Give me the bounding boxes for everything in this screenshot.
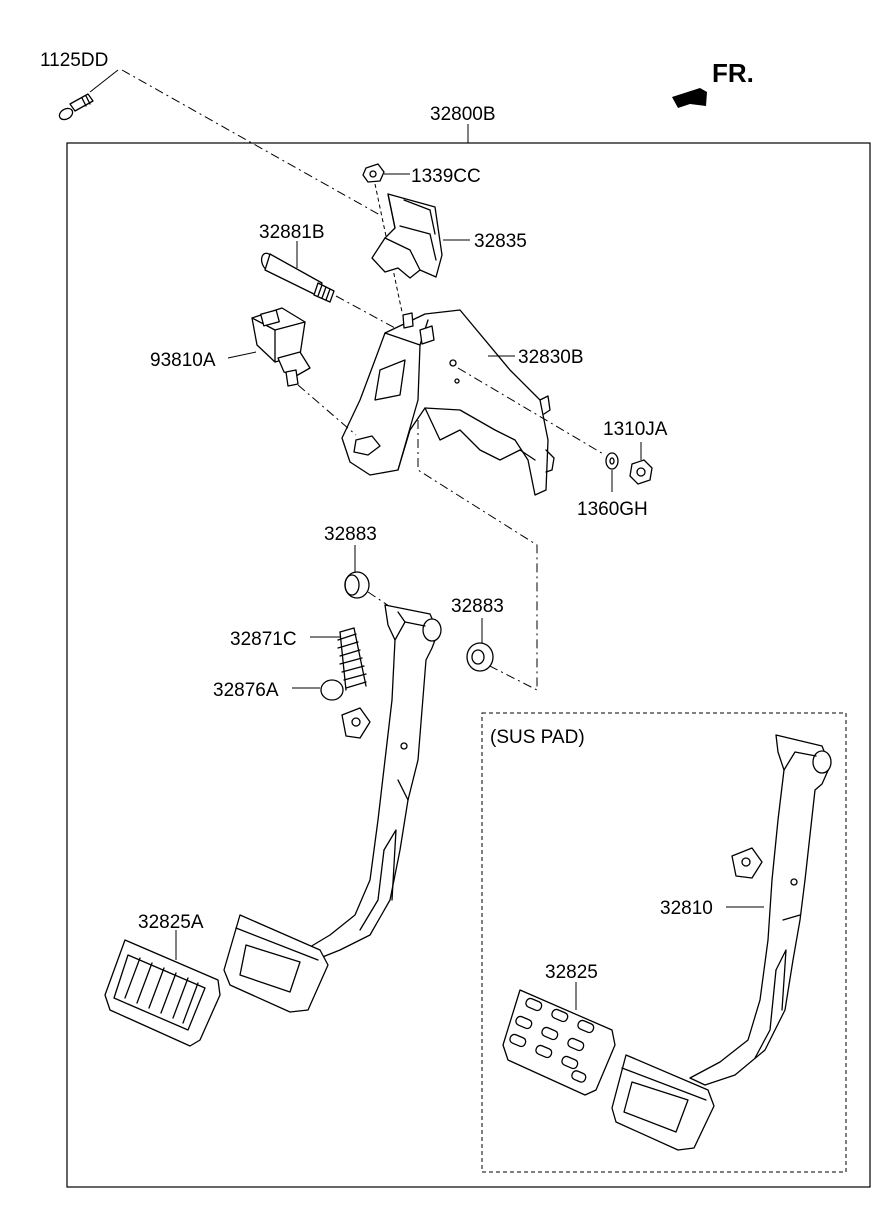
front-direction-arrow-icon bbox=[672, 88, 707, 108]
stopper-32876A-icon bbox=[320, 679, 344, 701]
label-1339CC: 1339CC bbox=[411, 166, 481, 187]
pedal-pad-sus-icon bbox=[611, 1054, 715, 1151]
label-93810A: 93810A bbox=[150, 350, 216, 371]
label-32883-right: 32883 bbox=[451, 596, 504, 617]
label-1125DD: 1125DD bbox=[40, 50, 108, 71]
pedal-member-32830B-icon bbox=[341, 309, 555, 496]
label-1310JA: 1310JA bbox=[603, 419, 668, 440]
assembly-label: 32800B bbox=[430, 104, 496, 125]
label-32876A: 32876A bbox=[213, 680, 279, 701]
label-32825A: 32825A bbox=[138, 912, 204, 933]
pedal-pad-main-icon bbox=[223, 914, 329, 1013]
bushing-32883-right-icon bbox=[466, 642, 494, 672]
label-32883-top: 32883 bbox=[324, 524, 377, 545]
sus-pad-variant-box bbox=[481, 712, 847, 1173]
bracket-32835-icon bbox=[371, 193, 443, 279]
label-32871C: 32871C bbox=[230, 629, 297, 650]
pin-32881B-icon bbox=[260, 252, 335, 303]
sus-pad-variant-label: (SUS PAD) bbox=[490, 727, 585, 748]
label-32830B: 32830B bbox=[518, 347, 584, 368]
bushing-32883-left-icon bbox=[344, 571, 370, 599]
spring-32871C-icon bbox=[337, 627, 367, 691]
pedal-arm-sus-32810-icon bbox=[689, 734, 832, 1086]
label-32810: 32810 bbox=[660, 898, 713, 919]
nut-1310JA-icon bbox=[629, 459, 653, 485]
label-32881B: 32881B bbox=[259, 222, 325, 243]
bolt-1125DD-icon bbox=[58, 93, 94, 121]
pedal-pad-cover-32825-icon bbox=[502, 989, 616, 1096]
washer-1360GH-icon bbox=[605, 452, 619, 470]
pedal-arm-main-icon bbox=[304, 604, 442, 961]
switch-93810A-icon bbox=[251, 307, 311, 387]
label-32835: 32835 bbox=[474, 231, 527, 252]
label-1360GH: 1360GH bbox=[577, 499, 648, 520]
front-direction-label: FR. bbox=[712, 58, 754, 88]
label-32825: 32825 bbox=[545, 962, 598, 983]
nut-1339CC-icon bbox=[362, 163, 385, 183]
pedal-pad-cover-32825A-icon bbox=[104, 939, 221, 1047]
